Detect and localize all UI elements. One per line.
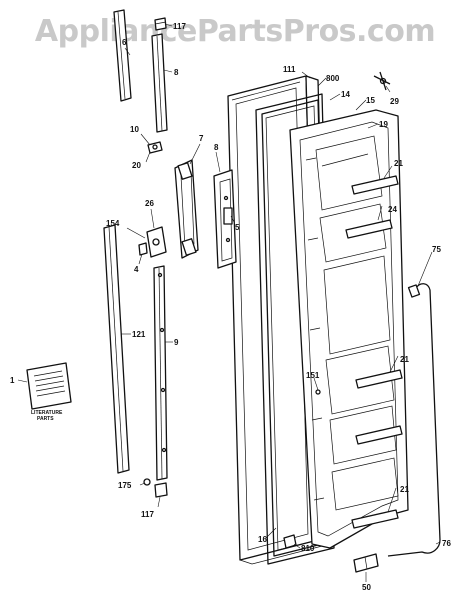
callout-21-middle: 21 [400,355,409,364]
part-117-bottom-cap [154,482,168,498]
callout-9: 9 [174,338,179,347]
callout-26: 26 [145,199,154,208]
part-5-mounting-plug [223,207,233,225]
part-175-screw [143,478,151,486]
callout-121: 121 [132,330,146,339]
part-810-bottom-bracket [283,534,297,549]
literature-caption-line1: LITERATURE [31,410,63,416]
literature-caption-line2: PARTS [37,416,54,422]
callout-154: 154 [106,219,120,228]
callout-16: 16 [258,535,267,544]
part-21-shelf-bar-lower [355,425,403,445]
part-75-rod-wire [387,283,441,557]
part-117-top-cap [154,17,167,31]
part-121-gasket-strip [103,224,130,474]
callout-19: 19 [379,120,388,129]
callout-800: 800 [326,74,340,83]
callout-6: 6 [122,38,127,47]
callout-24: 24 [388,205,397,214]
callout-20: 20 [132,161,141,170]
callout-8: 8 [174,68,179,77]
callout-151: 151 [306,371,320,380]
part-9-lower-rail [153,265,168,481]
part-24-shelf-bar [345,219,393,239]
part-21-shelf-bar-top [351,175,399,195]
callout-5: 5 [235,223,240,232]
watermark: AppliancePartsPros.com [34,14,436,49]
part-1-literature-card: LITERATURE PARTS [26,362,72,422]
callout-117-top: 117 [173,22,186,31]
callout-175: 175 [118,481,132,490]
part-29-clip [373,71,391,91]
callout-29: 29 [390,97,399,106]
callout-7: 7 [199,134,204,143]
callout-50: 50 [362,583,371,592]
part-26-hinge-bracket [138,226,167,258]
callout-117-bottom: 117 [141,510,154,519]
callout-111: 111 [283,65,296,74]
callout-21-bottom: 21 [400,485,409,494]
callout-8-door: 8 [214,143,219,152]
callout-14: 14 [341,90,350,99]
part-10-hinge-pin [147,141,163,154]
part-6-trim-strip [113,9,132,102]
leader-lines [17,23,441,582]
callout-labels: 6 117 8 10 20 7 8 26 154 4 5 121 9 1 175… [10,22,451,592]
callout-1: 1 [10,376,15,385]
part-50-bottom-block [353,553,379,573]
callout-21-top: 21 [394,159,403,168]
callout-75: 75 [432,245,441,254]
part-7-door-handle [174,159,199,259]
callout-15: 15 [366,96,375,105]
callout-4: 4 [134,265,139,274]
part-21-shelf-bar-bottom [351,509,399,529]
callout-76: 76 [442,539,451,548]
callout-10: 10 [130,125,139,134]
part-21-shelf-bar-middle [355,369,403,389]
callout-810: 810 [301,544,315,553]
part-8-upper-rail [151,33,168,133]
